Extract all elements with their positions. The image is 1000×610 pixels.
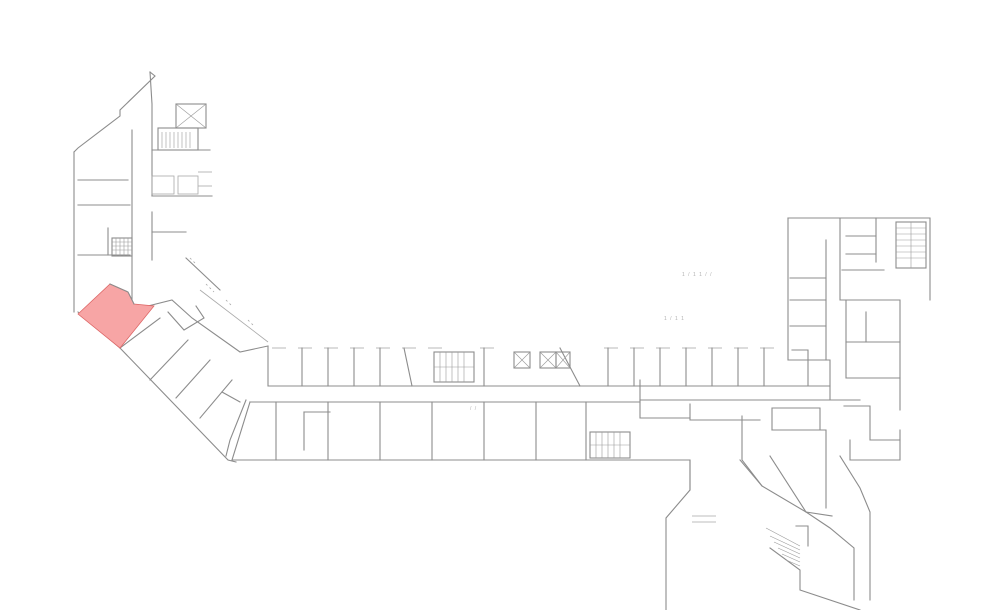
west-wc xyxy=(151,171,212,195)
south-stair xyxy=(589,431,631,459)
west-grid-room xyxy=(111,237,133,257)
corridor-label-low: / / xyxy=(470,406,477,412)
west-wing-walls xyxy=(73,71,269,463)
highlighted-room[interactable] xyxy=(77,283,155,349)
south-fan-stair xyxy=(765,525,809,567)
south-wing-walls xyxy=(665,459,861,610)
dashed-hints xyxy=(189,257,255,327)
corridor-label-mid: 1 / 1 1 xyxy=(664,316,685,322)
west-wing-rooms xyxy=(119,305,247,457)
east-stair xyxy=(895,221,927,269)
east-block-walls xyxy=(787,217,931,411)
west-stair xyxy=(157,103,207,151)
east-corridor-rooms xyxy=(689,349,901,601)
central-block-walls xyxy=(231,345,691,491)
central-elevators xyxy=(513,351,571,369)
central-stair xyxy=(433,351,475,383)
corridor-label-top: 1 / 1 1 / / xyxy=(682,272,712,278)
central-upper-cells xyxy=(272,347,861,401)
